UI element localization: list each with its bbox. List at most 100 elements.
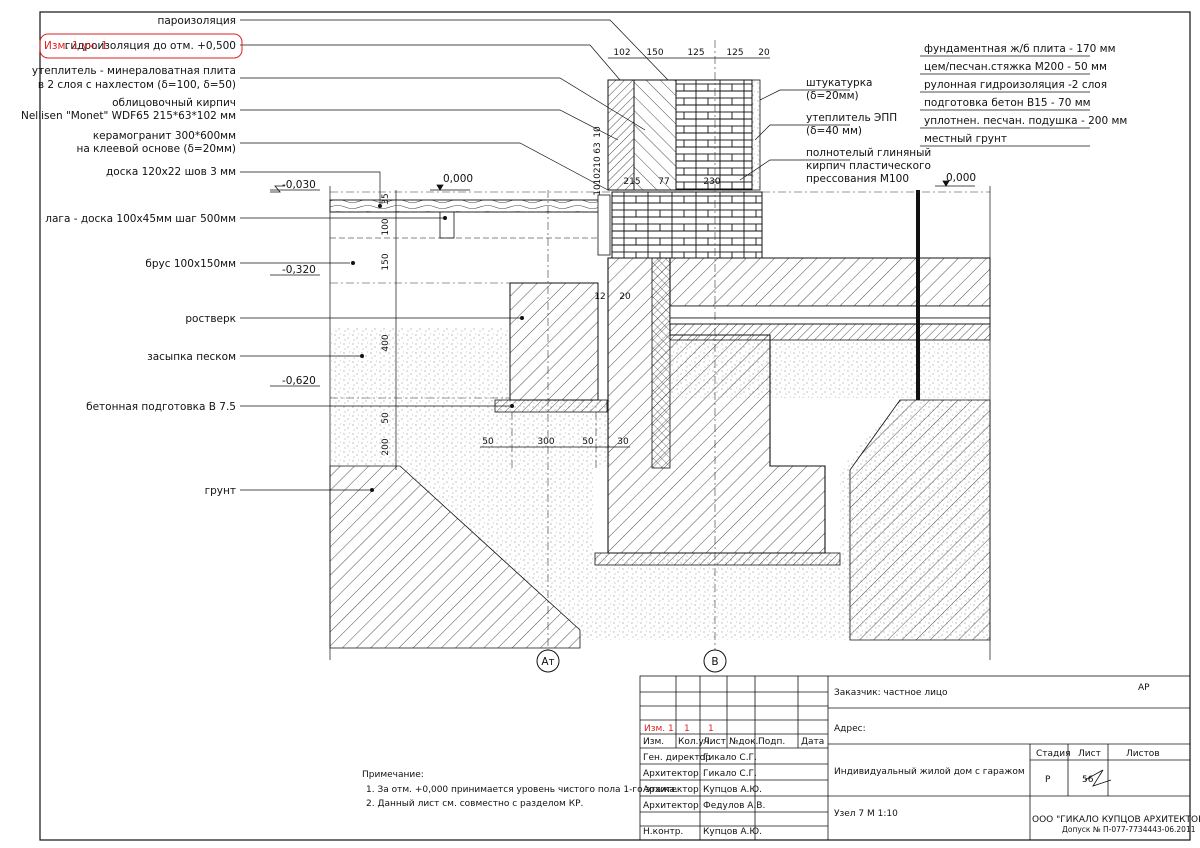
label-porcelain-2: на клеевой основе (δ=20мм) [77,143,236,155]
dim-v-3: 400 [381,334,391,351]
brick-wall [675,79,753,191]
label-solid-brick-2: кирпич пластического [806,160,931,172]
label-solid-brick: полнотелый глиняный [806,147,931,159]
stamp-license: Допуск № П-077-7734443-06.2011 [1062,825,1196,834]
leader-lines [240,19,850,491]
level-0000-right: 0,000 [946,172,976,184]
dim-top-2: 125 [687,48,704,58]
note-2: 2. Данный лист см. совместно с разделом … [366,799,583,809]
stamp-sheets-header: Листов [1126,749,1160,759]
title-block [639,675,1191,841]
dim-v-2: 150 [381,253,391,270]
level-0000: 0,000 [443,173,473,185]
label-soil: грунт [205,485,236,497]
dim-w2-0: 215 [623,177,640,187]
label-solid-brick-3: прессования М100 [806,173,909,185]
floor-board [329,199,601,213]
sheet-frame [39,11,1191,841]
stamp-h-izm: Изм. [643,737,664,747]
label-epp: утеплитель ЭПП [806,112,897,124]
soil-right [849,399,991,641]
dim-w-1: 63 [593,142,603,153]
label-beam: брус 100х150мм [145,258,236,270]
label-grillage: ростверк [185,313,236,325]
label-board: доска 120х22 шов 3 мм [106,166,236,178]
stamp-project: Индивидуальный жилой дом с гаражом [834,767,1025,777]
label-plaster-2: (δ=20мм) [806,90,859,102]
stamp-stage: Р [1045,775,1051,785]
stamp-address: Адрес: [834,724,866,734]
dim-v-0: 35 [381,193,391,204]
floor-slab [669,257,991,307]
facing-brick [607,79,635,191]
stamp-h-podp: Подп. [758,737,785,747]
layer-3: подготовка бетон В15 - 70 мм [924,97,1091,109]
stamp-rev-2: 1 [708,724,714,734]
foundation-prep [594,552,841,566]
stamp-h-koluch: Кол.уч. [678,737,712,747]
dim-m-0: 12 [594,292,605,302]
dim-b-1: 300 [537,437,554,447]
label-plaster: штукатурка [806,77,873,89]
dim-w2-1: 77 [658,177,669,187]
stamp-h-list: Лист [703,737,726,747]
revision-cloud [39,33,243,59]
axis-bubble-v [703,649,727,673]
stamp-rev-0: Изм. 1 [644,724,674,734]
stamp-role-1: Архитектор [643,769,699,779]
revision-mark: Изм. 1 уч. 1 [44,40,108,52]
dim-w-4: 10 [593,184,603,196]
stamp-name-2: Купцов А.Ю. [703,785,762,795]
stamp-node: Узел 7 М 1:10 [834,809,898,819]
stamp-name-3: Федулов А.В. [703,801,765,811]
notes-title: Примечание: [362,770,424,780]
mineral-wool [633,79,677,191]
stamp-role-3: Архитектор [643,801,699,811]
label-sand: засыпка песком [147,351,236,363]
dim-top-3: 125 [726,48,743,58]
foundation-insulation [651,257,671,469]
label-insulation-2: в 2 слоя с нахлестом (δ=100, δ=50) [38,79,236,91]
label-facing-brick-2: Nellisen "Monet" WDF65 215*63*102 мм [21,110,236,122]
layer-0: фундаментная ж/б плита - 170 мм [924,43,1116,55]
dim-w-3: 102 [593,167,603,184]
brick-lower [611,191,763,259]
company-logo-icon [1084,769,1112,787]
stamp-stage-header: Стадия [1036,749,1071,759]
stamp-customer: Заказчик: частное лицо [834,688,948,698]
dim-v-5: 200 [381,438,391,455]
label-joist: лага - доска 100х45мм шаг 500мм [45,213,236,225]
stamp-h-data: Дата [801,737,824,747]
stamp-name-4: Купцов А.Ю. [703,827,762,837]
dim-w-0: 10 [593,126,603,138]
stamp-role-0: Ген. директор [643,753,711,763]
layer-1: цем/песчан.стяжка М200 - 50 мм [924,61,1107,73]
stamp-name-1: Гикало С.Г. [703,769,757,779]
dim-b-2: 50 [582,437,594,447]
label-insulation: утеплитель - минераловатная плита [32,65,236,77]
stamp-h-ndok: №док. [729,737,758,747]
dim-b-0: 50 [482,437,494,447]
level-minus-0620: -0,620 [282,375,316,387]
joist [439,211,455,239]
stamp-name-0: Гикало С.Г. [703,753,757,763]
stamp-company: ООО "ГИКАЛО КУПЦОВ АРХИТЕКТОРЫ" [1032,815,1200,825]
dim-m-1: 20 [619,292,631,302]
grillage [509,282,599,401]
stamp-sheet: 56 [1082,775,1094,785]
label-epp-2: (δ=40 мм) [806,125,862,137]
dim-b-3: 30 [617,437,629,447]
label-facing-brick: облицовочный кирпич [112,97,236,109]
level-minus-0030: -0,030 [282,179,316,191]
stamp-rev-1: 1 [684,724,690,734]
stamp-role-2: Архитектор [643,785,699,795]
dim-w2-2: 230 [703,177,720,187]
dim-w-2: 10 [593,156,603,168]
dim-v-4: 50 [381,412,391,424]
layer-2: рулонная гидроизоляция -2 слоя [924,79,1107,91]
note-1: 1. За отм. +0,000 принимается уровень чи… [366,785,678,795]
stamp-role-4: Н.контр. [643,827,683,837]
dim-v-1: 100 [381,218,391,235]
axis-bubble-at [536,649,560,673]
